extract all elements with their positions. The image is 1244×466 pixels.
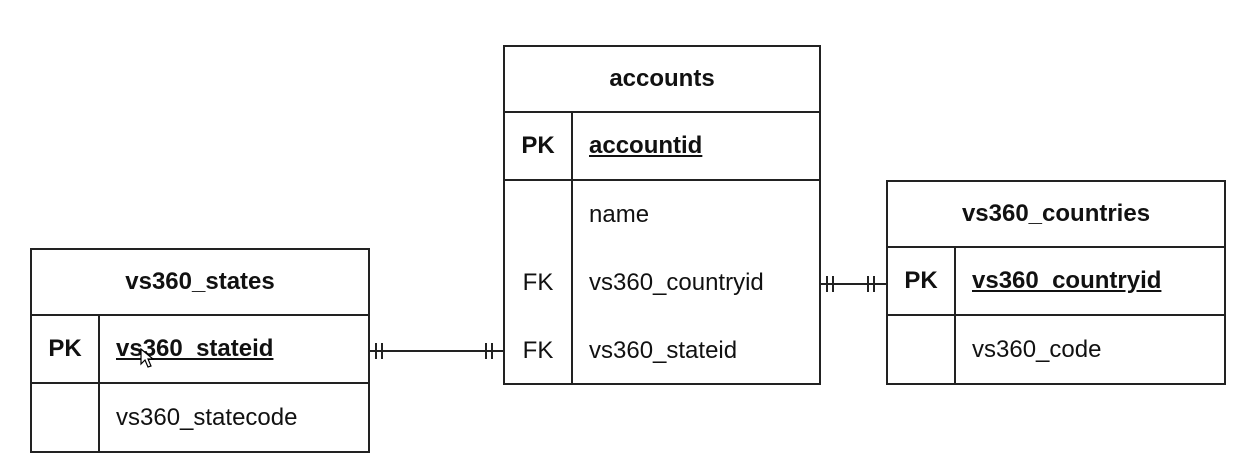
pk-label: PK bbox=[32, 316, 100, 382]
entity-title: accounts bbox=[505, 47, 819, 113]
pk-label: PK bbox=[888, 248, 956, 314]
attr-key bbox=[32, 384, 98, 452]
entity-vs360-countries[interactable]: vs360_countries PK vs360_countryid vs360… bbox=[886, 180, 1226, 385]
attr-field: vs360_countryid bbox=[589, 269, 764, 296]
attribute-list: vs360_code bbox=[888, 316, 1224, 384]
attr-field: name bbox=[589, 201, 650, 228]
attr-field: vs360_stateid bbox=[589, 337, 738, 364]
entity-accounts[interactable]: accounts PK accountid FK FK name vs360_c… bbox=[503, 45, 821, 385]
attribute-list: FK FK name vs360_countryid vs360_stateid bbox=[505, 181, 819, 385]
attr-field: vs360_statecode bbox=[116, 404, 298, 431]
attribute-list: vs360_statecode bbox=[32, 384, 368, 452]
pk-row: PK accountid bbox=[505, 113, 819, 181]
attr-key bbox=[505, 181, 571, 249]
pk-field: vs360_countryid bbox=[972, 267, 1162, 294]
pk-row: PK vs360_countryid bbox=[888, 248, 1224, 316]
mouse-pointer-icon bbox=[140, 348, 155, 368]
attr-key: FK bbox=[522, 269, 554, 296]
entity-vs360-states[interactable]: vs360_states PK vs360_stateid vs360_stat… bbox=[30, 248, 370, 453]
attr-field: vs360_code bbox=[972, 336, 1102, 363]
attr-key: FK bbox=[522, 337, 554, 364]
pk-row: PK vs360_stateid bbox=[32, 316, 368, 384]
pk-field: accountid bbox=[589, 132, 703, 159]
attr-key bbox=[888, 316, 954, 384]
entity-title: vs360_countries bbox=[888, 182, 1224, 248]
pk-label: PK bbox=[505, 113, 573, 179]
entity-title: vs360_states bbox=[32, 250, 368, 316]
